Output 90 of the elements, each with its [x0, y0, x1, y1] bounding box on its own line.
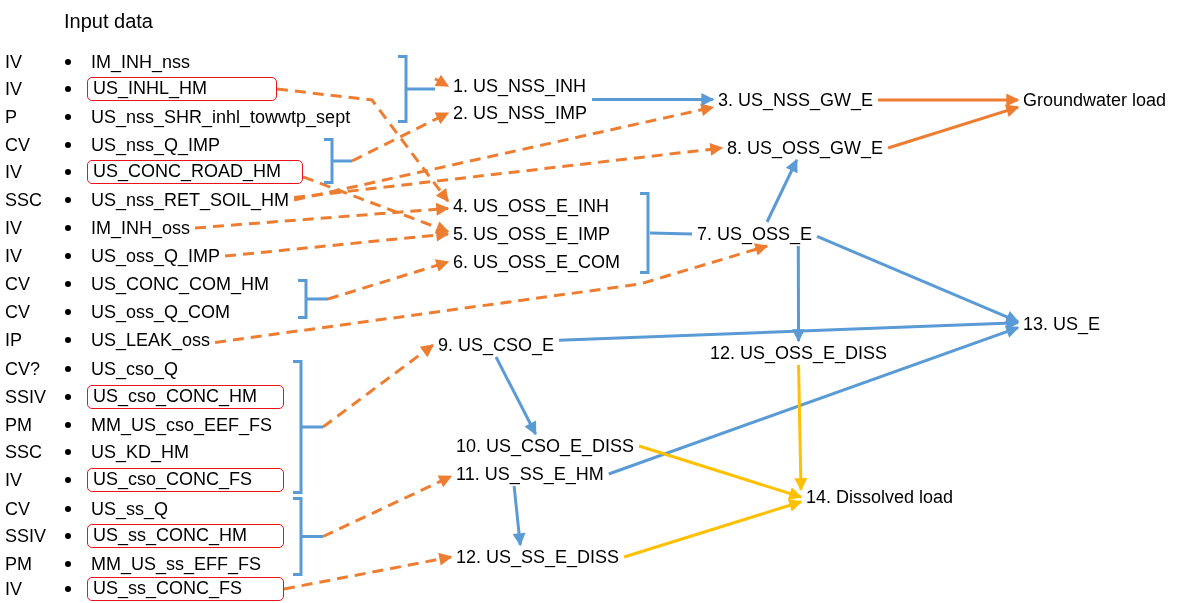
- variable-name: MM_US_cso_EEF_FS: [86, 413, 278, 437]
- variable-name: US_ss_Q: [86, 497, 174, 521]
- output-label: 7. US_OSS_E: [692, 222, 818, 246]
- bracket: [398, 55, 435, 123]
- variable-type-label: CV: [5, 301, 30, 324]
- dashed-arrow: [327, 259, 450, 301]
- bracket: [640, 192, 650, 274]
- dashed-arrow: [351, 111, 450, 163]
- bracket: [293, 360, 323, 494]
- variable-name: US_CONC_COM_HM: [86, 272, 275, 296]
- variable-type-label: CV: [5, 498, 30, 521]
- arrow: [765, 158, 799, 223]
- variable-type-label: IV: [5, 51, 22, 74]
- dashed-arrow: [224, 228, 450, 258]
- arrow: [623, 499, 803, 559]
- output-label: 8. US_OSS_GW_E: [722, 136, 889, 160]
- variable-name: US_KD_HM: [86, 440, 195, 464]
- variable-name: US_oss_Q_COM: [86, 300, 236, 324]
- output-label: 2. US_NSS_IMP: [448, 101, 593, 125]
- arrow: [816, 235, 1020, 323]
- highlighted-variable-box: US_INHL_HM: [87, 77, 277, 101]
- output-label: 5. US_OSS_E_IMP: [448, 222, 616, 246]
- variable-name: IM_INH_nss: [86, 50, 196, 74]
- variable-type-label: SSIV: [5, 386, 47, 409]
- variable-type-label: P: [5, 106, 17, 129]
- variable-type-label: CV?: [5, 358, 40, 381]
- variable-name: US_oss_Q_IMP: [86, 244, 226, 268]
- dashed-arrow: [214, 243, 769, 344]
- dashed-arrow: [293, 103, 715, 202]
- dashed-arrow: [434, 74, 450, 88]
- highlighted-variable-box: US_ss_CONC_FS: [87, 577, 284, 601]
- arrow: [792, 246, 805, 343]
- variable-type-label: CV: [5, 273, 30, 296]
- highlighted-variable-box: US_cso_CONC_FS: [87, 468, 284, 492]
- variable-name: IM_INH_oss: [86, 216, 196, 240]
- variable-type-label: PM: [5, 414, 32, 437]
- variable-type-label: PM: [5, 553, 32, 576]
- variable-type-label: IV: [5, 245, 22, 268]
- output-label: 12. US_SS_E_DISS: [451, 545, 625, 569]
- variable-type-label: SSC: [5, 441, 42, 464]
- dashed-arrow: [322, 343, 435, 429]
- variable-type-label: IV: [5, 217, 22, 240]
- output-label: 10. US_CSO_E_DISS: [451, 434, 640, 458]
- variable-type-label: IV: [5, 578, 22, 601]
- variable-name: US_nss_SHR_inhl_towwtp_sept: [86, 105, 356, 129]
- bracket: [324, 138, 352, 184]
- variable-name: US_cso_Q: [86, 357, 184, 381]
- arrow: [494, 356, 537, 436]
- dashed-arrow: [322, 475, 453, 538]
- variable-type-label: IV: [5, 161, 22, 184]
- arrow: [608, 325, 1020, 476]
- output-label: Groundwater load: [1018, 88, 1172, 112]
- arrow: [559, 316, 1020, 342]
- variable-type-label: SSIV: [5, 525, 47, 548]
- arrow: [512, 485, 526, 547]
- dashed-arrow: [194, 202, 450, 230]
- highlighted-variable-box: US_cso_CONC_HM: [87, 385, 284, 409]
- variable-name: US_nss_RET_SOIL_HM: [86, 188, 295, 212]
- arrow: [887, 104, 1020, 150]
- arrow: [638, 444, 803, 500]
- highlighted-variable-box: US_CONC_ROAD_HM: [87, 160, 303, 184]
- connector-line: [649, 231, 693, 236]
- output-label: 13. US_E: [1018, 312, 1106, 336]
- arrow: [794, 364, 808, 492]
- output-label: 9. US_CSO_E: [433, 333, 560, 357]
- variable-type-label: IV: [5, 78, 22, 101]
- variable-name: US_LEAK_oss: [86, 328, 216, 352]
- highlighted-variable-box: US_ss_CONC_HM: [87, 524, 284, 548]
- output-label: 6. US_OSS_E_COM: [448, 250, 626, 274]
- dashed-arrow: [283, 552, 453, 591]
- variable-type-label: SSC: [5, 189, 42, 212]
- dashed-arrow: [293, 142, 724, 200]
- variable-type-label: IP: [5, 329, 22, 352]
- variable-name: US_nss_Q_IMP: [86, 133, 226, 157]
- arrow: [592, 93, 715, 106]
- output-label: 1. US_NSS_INH: [448, 74, 592, 98]
- output-label: 14. Dissolved load: [801, 485, 959, 509]
- bracket: [293, 497, 323, 576]
- variable-type-label: CV: [5, 134, 30, 157]
- output-label: 3. US_NSS_GW_E: [713, 88, 879, 112]
- variable-type-label: IV: [5, 469, 22, 492]
- dashed-arrow: [302, 175, 450, 234]
- bracket: [298, 279, 328, 319]
- dashed-arrow: [276, 87, 450, 203]
- output-label: 11. US_SS_E_HM: [451, 462, 609, 486]
- arrow: [878, 93, 1020, 107]
- output-label: 4. US_OSS_E_INH: [448, 194, 615, 218]
- heading: Input data: [64, 9, 153, 34]
- output-label: 12. US_OSS_E_DISS: [705, 341, 893, 365]
- variable-name: MM_US_ss_EFF_FS: [86, 552, 267, 576]
